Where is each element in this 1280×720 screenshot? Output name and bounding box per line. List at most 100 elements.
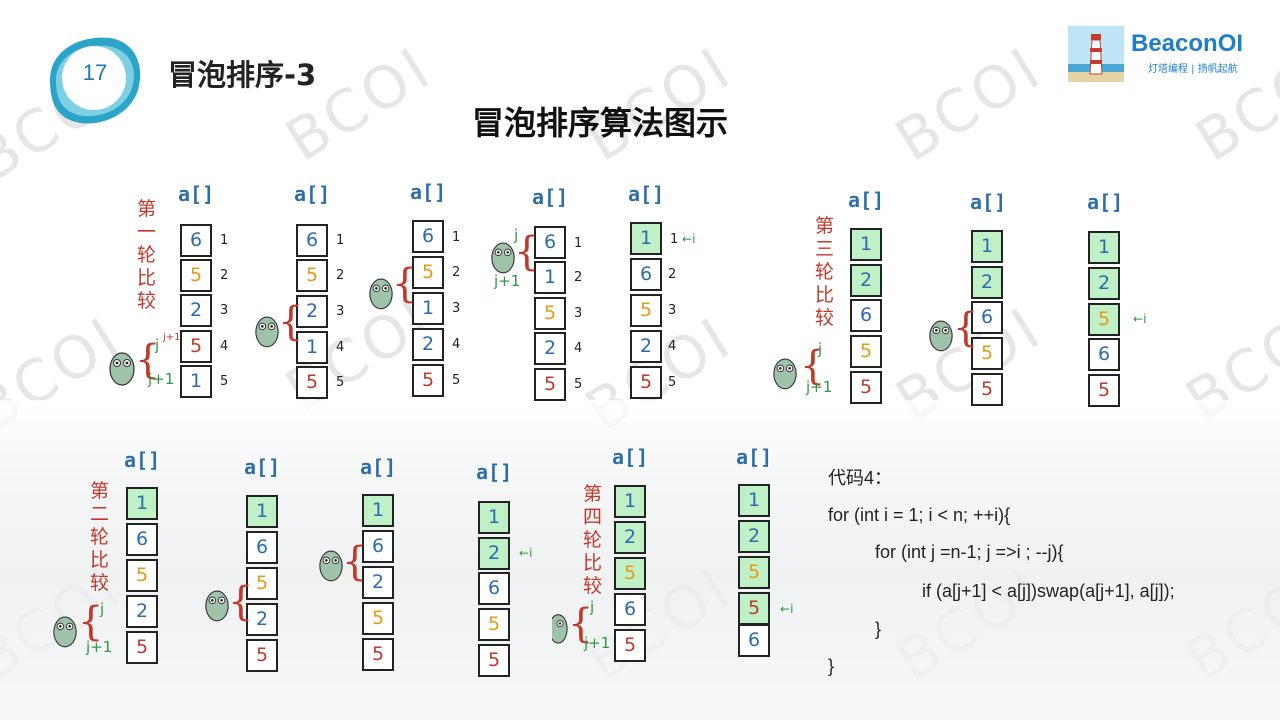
array-title: a[] xyxy=(244,455,281,479)
gopher-icon xyxy=(205,590,229,622)
code-line: for (int i = 1; i < n; ++i){ xyxy=(828,505,1011,525)
array-cell: 2 xyxy=(246,603,278,636)
array-index: 1 xyxy=(452,230,461,245)
compare-brace: { xyxy=(568,601,594,647)
compare-brace: { xyxy=(514,229,540,275)
array-index: 3 xyxy=(668,303,677,318)
array-title: a[] xyxy=(970,190,1007,214)
array-cell: 5 xyxy=(412,364,444,397)
j-pointer-label: j xyxy=(818,340,823,358)
array-index: 4 xyxy=(668,339,677,354)
array-cell: 6 xyxy=(180,224,212,257)
array-cell: 5 xyxy=(296,259,328,292)
array-cell: 2 xyxy=(630,330,662,363)
array-cell: 6 xyxy=(534,226,566,259)
left-arrow-icon: ← xyxy=(682,232,693,246)
array-title: a[] xyxy=(1087,190,1124,214)
array-cell-sorted: 2 xyxy=(850,264,882,297)
j-pointer-label: j xyxy=(590,598,595,616)
array-cell: 1 xyxy=(296,331,328,364)
array-cell: 5 xyxy=(534,368,566,401)
array-cell: 2 xyxy=(126,595,158,628)
array-cell-sorted: 1 xyxy=(362,494,394,527)
array-cell: 5 xyxy=(246,639,278,672)
array-index: 2 xyxy=(452,265,461,280)
compare-brace: { xyxy=(78,599,104,645)
array-cell: 5 xyxy=(478,608,510,641)
array-cell: 6 xyxy=(412,220,444,253)
array-cell-sorted: 2 xyxy=(738,520,770,553)
j-pointer-label: j xyxy=(514,226,519,244)
j1-pointer-label: j+1 xyxy=(494,272,521,290)
watermark: BCOI xyxy=(883,33,1055,175)
i-pointer: ←i xyxy=(519,546,533,560)
j1-pointer-label: j+1 xyxy=(806,378,833,396)
code-line: } xyxy=(875,619,882,639)
array-cell: 5 xyxy=(362,638,394,671)
array-cell: 1 xyxy=(534,261,566,294)
compare-brace: { xyxy=(278,299,304,345)
array-title: a[] xyxy=(178,182,215,206)
array-cell-sorted: 1 xyxy=(1088,231,1120,264)
array-index: 1 xyxy=(574,236,583,251)
array-cell: 6 xyxy=(1088,338,1120,371)
array-cell: 2 xyxy=(296,295,328,328)
round-label-1: 第一轮比较 xyxy=(137,198,157,312)
array-cell: 5 xyxy=(971,373,1003,406)
j1-pointer-label: j+1 xyxy=(148,370,175,388)
array-index: 2 xyxy=(574,270,583,285)
array-cell-sorted: 1 xyxy=(850,228,882,261)
array-title: a[] xyxy=(612,445,649,469)
gopher-icon xyxy=(53,616,77,648)
gopher-icon xyxy=(491,242,515,274)
array-cell: 5 xyxy=(534,297,566,330)
slide-title: 冒泡排序-3 xyxy=(168,58,317,92)
array-cell: 6 xyxy=(362,530,394,563)
array-index: 5 xyxy=(336,375,345,390)
code-line: } xyxy=(828,656,835,676)
array-title: a[] xyxy=(848,188,885,212)
logo: BeaconOI 灯塔编程 | 扬帆起航 xyxy=(1068,26,1268,84)
array-title: a[] xyxy=(294,182,331,206)
array-cell-sorted: 1 xyxy=(971,230,1003,263)
array-index: 5 xyxy=(452,373,461,388)
array-cell-sorted: 1 xyxy=(126,487,158,520)
array-cell: 5 xyxy=(630,294,662,327)
array-cell: 5 xyxy=(478,644,510,677)
array-cell: 2 xyxy=(412,328,444,361)
array-cell: 6 xyxy=(246,531,278,564)
array-cell-sorted: 1 xyxy=(738,484,770,517)
gopher-icon xyxy=(109,352,135,386)
j1-pointer-label: j+1 xyxy=(86,638,113,656)
code-line: if (a[j+1] < a[j])swap(a[j+1], a[j]); xyxy=(922,581,1175,601)
round-label-3: 第三轮比较 xyxy=(815,215,835,329)
array-title: a[] xyxy=(360,455,397,479)
array-cell: 5 xyxy=(126,559,158,592)
gopher-icon xyxy=(552,614,568,644)
array-index: 2 xyxy=(336,268,345,283)
array-index: 3 xyxy=(336,304,345,319)
array-index: 4 xyxy=(336,340,345,355)
code-line: for (int j =n-1; j =>i ; --j){ xyxy=(875,542,1064,562)
j1-pointer-label: j+1 xyxy=(584,634,611,652)
compare-brace: { xyxy=(392,261,418,307)
array-cell: 5 xyxy=(296,366,328,399)
array-cell-sorted: 2 xyxy=(614,521,646,554)
array-cell-sorted: 2 xyxy=(971,266,1003,299)
round-label-2: 第二轮比较 xyxy=(90,480,110,594)
array-cell: 6 xyxy=(630,258,662,291)
array-cell-sorted: 1 xyxy=(630,222,662,255)
array-cell: 6 xyxy=(850,299,882,332)
array-title: a[] xyxy=(124,448,161,472)
compare-brace: { xyxy=(800,343,826,389)
array-cell: 6 xyxy=(971,301,1003,334)
array-cell-sorted: 2 xyxy=(478,537,510,570)
array-cell: 5 xyxy=(971,337,1003,370)
array-cell-sorted: 5 xyxy=(738,556,770,589)
array-cell: 5 xyxy=(180,330,212,363)
array-cell: 5 xyxy=(1088,374,1120,407)
gopher-icon xyxy=(255,316,279,348)
gopher-icon xyxy=(929,320,953,352)
round-label-4: 第四轮比较 xyxy=(583,483,603,597)
compare-brace: { xyxy=(228,579,254,625)
